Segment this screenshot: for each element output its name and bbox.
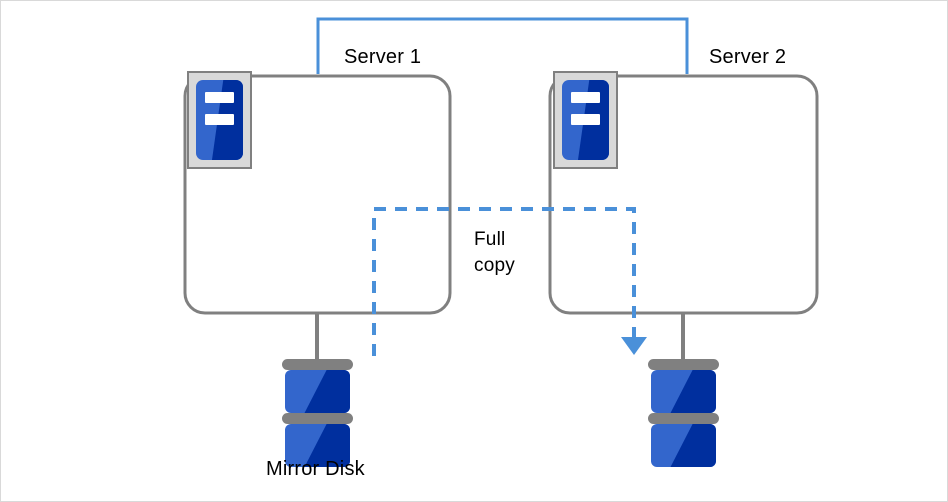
server2-disk-icon [648, 359, 719, 467]
server2-chassis-slot-2 [571, 114, 600, 125]
server2-chassis-slot-1 [571, 92, 600, 103]
server1-chassis-slot-2 [205, 114, 234, 125]
server2-disk-plate-1 [648, 359, 719, 370]
replication-label-line1: Full [474, 229, 506, 250]
replication-path[interactable] [372, 207, 636, 356]
mirror-disk-plate-2 [282, 413, 353, 424]
server2-disk-shade-2 [670, 424, 716, 467]
server2-disk-body-2 [651, 424, 716, 467]
mirror-disk-label: Mirror Disk [266, 458, 365, 480]
server1-chassis-slot-1 [205, 92, 234, 103]
server2-label: Server 2 [709, 46, 787, 68]
mirror-disk-body-2 [285, 424, 350, 467]
mirror-disk-icon [282, 359, 353, 467]
server1-chassis-icon [187, 71, 252, 169]
server2-disk-shade-1 [670, 370, 716, 413]
replication-arrow-down-icon [621, 337, 647, 355]
server2-disk-plate-2 [648, 413, 719, 424]
mirror-disk-shade-1 [304, 370, 350, 413]
server2-chassis-body [562, 80, 609, 160]
mirror-disk-plate-1 [282, 359, 353, 370]
server1-label: Server 1 [344, 46, 422, 68]
server2-chassis-icon [553, 71, 618, 169]
mirror-disk-body-1 [285, 370, 350, 413]
server1-chassis-body [196, 80, 243, 160]
server2-disk-body-1 [651, 370, 716, 413]
heartbeat-link[interactable] [316, 17, 689, 74]
replication-label-line2: copy [474, 255, 515, 276]
